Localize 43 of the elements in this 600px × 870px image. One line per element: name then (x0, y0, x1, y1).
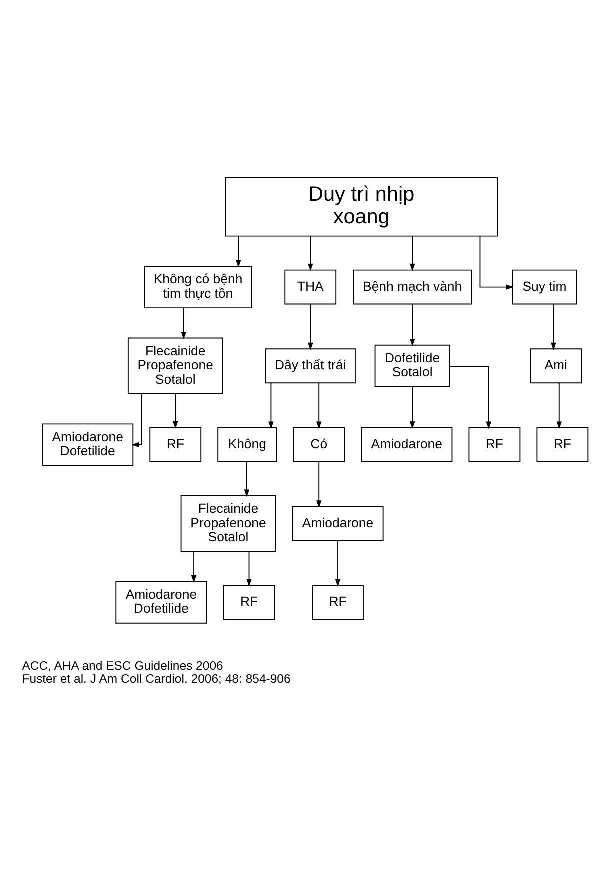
arrow (316, 461, 322, 508)
node-box: Có (293, 426, 346, 462)
node-box: THA (284, 269, 337, 304)
node-box: Flecainide Propafenone Sotalol (128, 337, 224, 394)
arrow (268, 382, 274, 429)
arrow (556, 382, 562, 429)
arrow (244, 461, 250, 497)
arrow (450, 366, 492, 429)
arrow (308, 303, 314, 350)
arrow (316, 382, 322, 429)
node-box: Không (218, 426, 278, 462)
node-box: Amiodarone (292, 506, 384, 541)
node-box: Dofetilide Sotalol (374, 344, 450, 387)
label: Fuster et al. J Am Coll Cardiol. 2006; 48: 854-906 (22, 672, 291, 686)
node-box: Amiodarone Dofetilide (42, 423, 134, 466)
node-box: Bệnh mạch vành (353, 269, 472, 304)
label: ACC, AHA and ESC Guidelines 2006 (22, 658, 224, 672)
node-box: Amiodarone Dofetilide (116, 580, 208, 624)
node-box: RF (223, 584, 276, 620)
arrow (335, 540, 341, 586)
arrow (191, 550, 197, 583)
node-box: Amiodarone (361, 426, 453, 462)
node-box: Ami (530, 348, 582, 384)
arrow (410, 386, 416, 429)
arrow (410, 236, 416, 271)
node-box: RF (468, 426, 521, 462)
arrow (410, 303, 416, 346)
node-box: Dây thất trái (265, 348, 356, 384)
arrow (172, 393, 178, 428)
node-box: Flecainide Propafenone Sotalol (180, 494, 276, 552)
node-box: Duy trì nhịp xoang (225, 176, 498, 236)
arrow (246, 550, 252, 586)
arrow (480, 236, 514, 290)
node-box: RF (312, 584, 364, 620)
arrow (308, 236, 314, 271)
arrow (551, 303, 556, 350)
node-box: Suy tim (512, 269, 578, 304)
node-box: RF (536, 426, 589, 462)
node-box: RF (150, 426, 202, 462)
arrow (181, 307, 187, 340)
arrow (132, 393, 142, 448)
arrow (236, 236, 242, 268)
node-box: Không có bệnh tim thực tồn (144, 266, 252, 308)
